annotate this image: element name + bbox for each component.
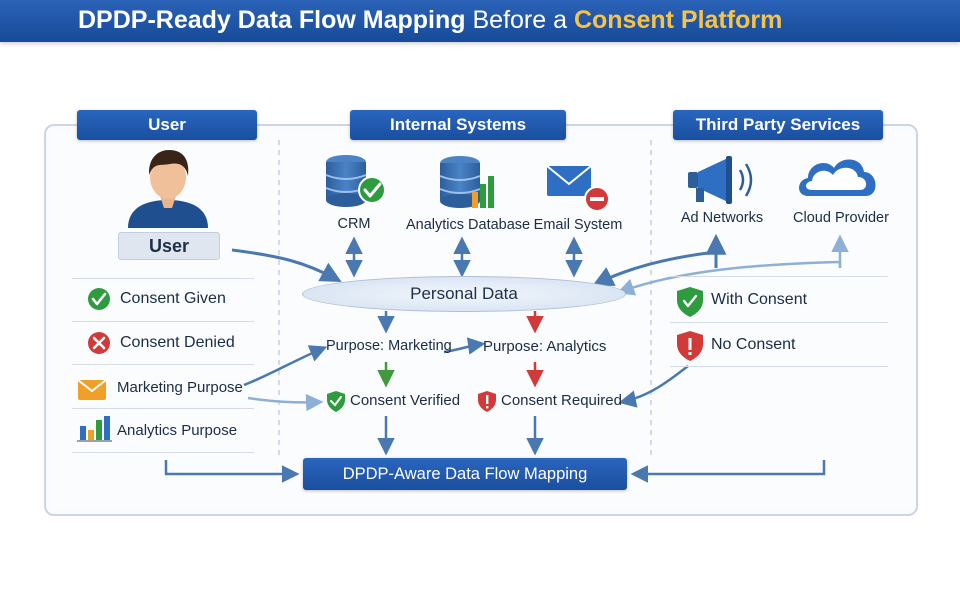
legend-divider bbox=[670, 322, 888, 323]
shield-check-icon bbox=[327, 391, 345, 412]
data-flow-mapping-bar: DPDP-Aware Data Flow Mapping bbox=[303, 458, 627, 490]
legend-with-consent: With Consent bbox=[711, 291, 808, 308]
page-title: DPDP-Ready Data Flow Mapping Before a Co… bbox=[78, 4, 898, 36]
arrow-right-to-mapping bbox=[630, 460, 826, 483]
system-label-email: Email System bbox=[533, 217, 623, 233]
legend-divider bbox=[72, 408, 254, 409]
purpose-analytics: Purpose: Analytics bbox=[483, 338, 607, 355]
arrow-user-to-data bbox=[231, 248, 342, 283]
arrow-legend-to-marketing bbox=[243, 345, 328, 387]
service-label-ad-networks: Ad Networks bbox=[680, 210, 764, 226]
arrow-ad-networks bbox=[592, 250, 718, 286]
megaphone-icon bbox=[688, 156, 753, 204]
title-main: DPDP-Ready Data Flow Mapping bbox=[78, 6, 466, 34]
service-label-cloud-provider: Cloud Provider bbox=[793, 210, 889, 226]
status-consent-required: Consent Required bbox=[501, 392, 622, 409]
arrow-legend-to-verified bbox=[247, 393, 324, 412]
cloud-icon bbox=[799, 159, 876, 196]
column-header-third-party: Third Party Services bbox=[673, 110, 883, 140]
arrow-no-consent-to-required bbox=[618, 365, 689, 408]
legend-divider bbox=[670, 276, 888, 277]
arrow-left-to-mapping bbox=[164, 460, 300, 483]
legend-consent-denied: Consent Denied bbox=[120, 334, 235, 351]
database-chart-icon bbox=[439, 156, 494, 208]
bar-chart-icon bbox=[77, 416, 112, 442]
legend-divider bbox=[72, 321, 254, 322]
personal-data-hub: Personal Data bbox=[302, 276, 626, 312]
system-label-analytics-database: Analytics Database bbox=[406, 217, 531, 233]
database-check-icon bbox=[325, 155, 386, 207]
title-accent: Consent Platform bbox=[573, 6, 783, 34]
legend-divider bbox=[72, 452, 254, 453]
title-banner: DPDP-Ready Data Flow Mapping Before a Co… bbox=[0, 0, 960, 42]
legend-divider bbox=[72, 364, 254, 365]
purpose-marketing: Purpose: Marketing bbox=[326, 338, 452, 354]
status-consent-verified: Consent Verified bbox=[350, 392, 461, 409]
title-connector: Before a bbox=[465, 6, 574, 34]
user-avatar-icon bbox=[128, 150, 208, 228]
envelope-icon bbox=[77, 379, 107, 400]
shield-alert-icon bbox=[677, 331, 703, 361]
envelope-blocked-icon bbox=[546, 165, 610, 212]
system-label-crm: CRM bbox=[337, 216, 371, 232]
legend-divider bbox=[72, 278, 254, 279]
shield-check-icon bbox=[677, 287, 703, 317]
check-circle-icon bbox=[88, 288, 110, 310]
legend-analytics-purpose: Analytics Purpose bbox=[117, 422, 238, 439]
shield-alert-icon bbox=[478, 391, 496, 412]
arrow-cloud bbox=[616, 260, 842, 296]
user-pill: User bbox=[118, 232, 220, 260]
x-circle-icon bbox=[88, 332, 110, 354]
legend-divider bbox=[670, 366, 888, 367]
column-header-user: User bbox=[77, 110, 257, 140]
arrow-marketing-to-analytics bbox=[443, 337, 486, 355]
legend-no-consent: No Consent bbox=[711, 336, 796, 353]
column-header-internal-systems: Internal Systems bbox=[350, 110, 566, 140]
legend-marketing-purpose: Marketing Purpose bbox=[117, 379, 243, 396]
legend-consent-given: Consent Given bbox=[120, 290, 226, 307]
